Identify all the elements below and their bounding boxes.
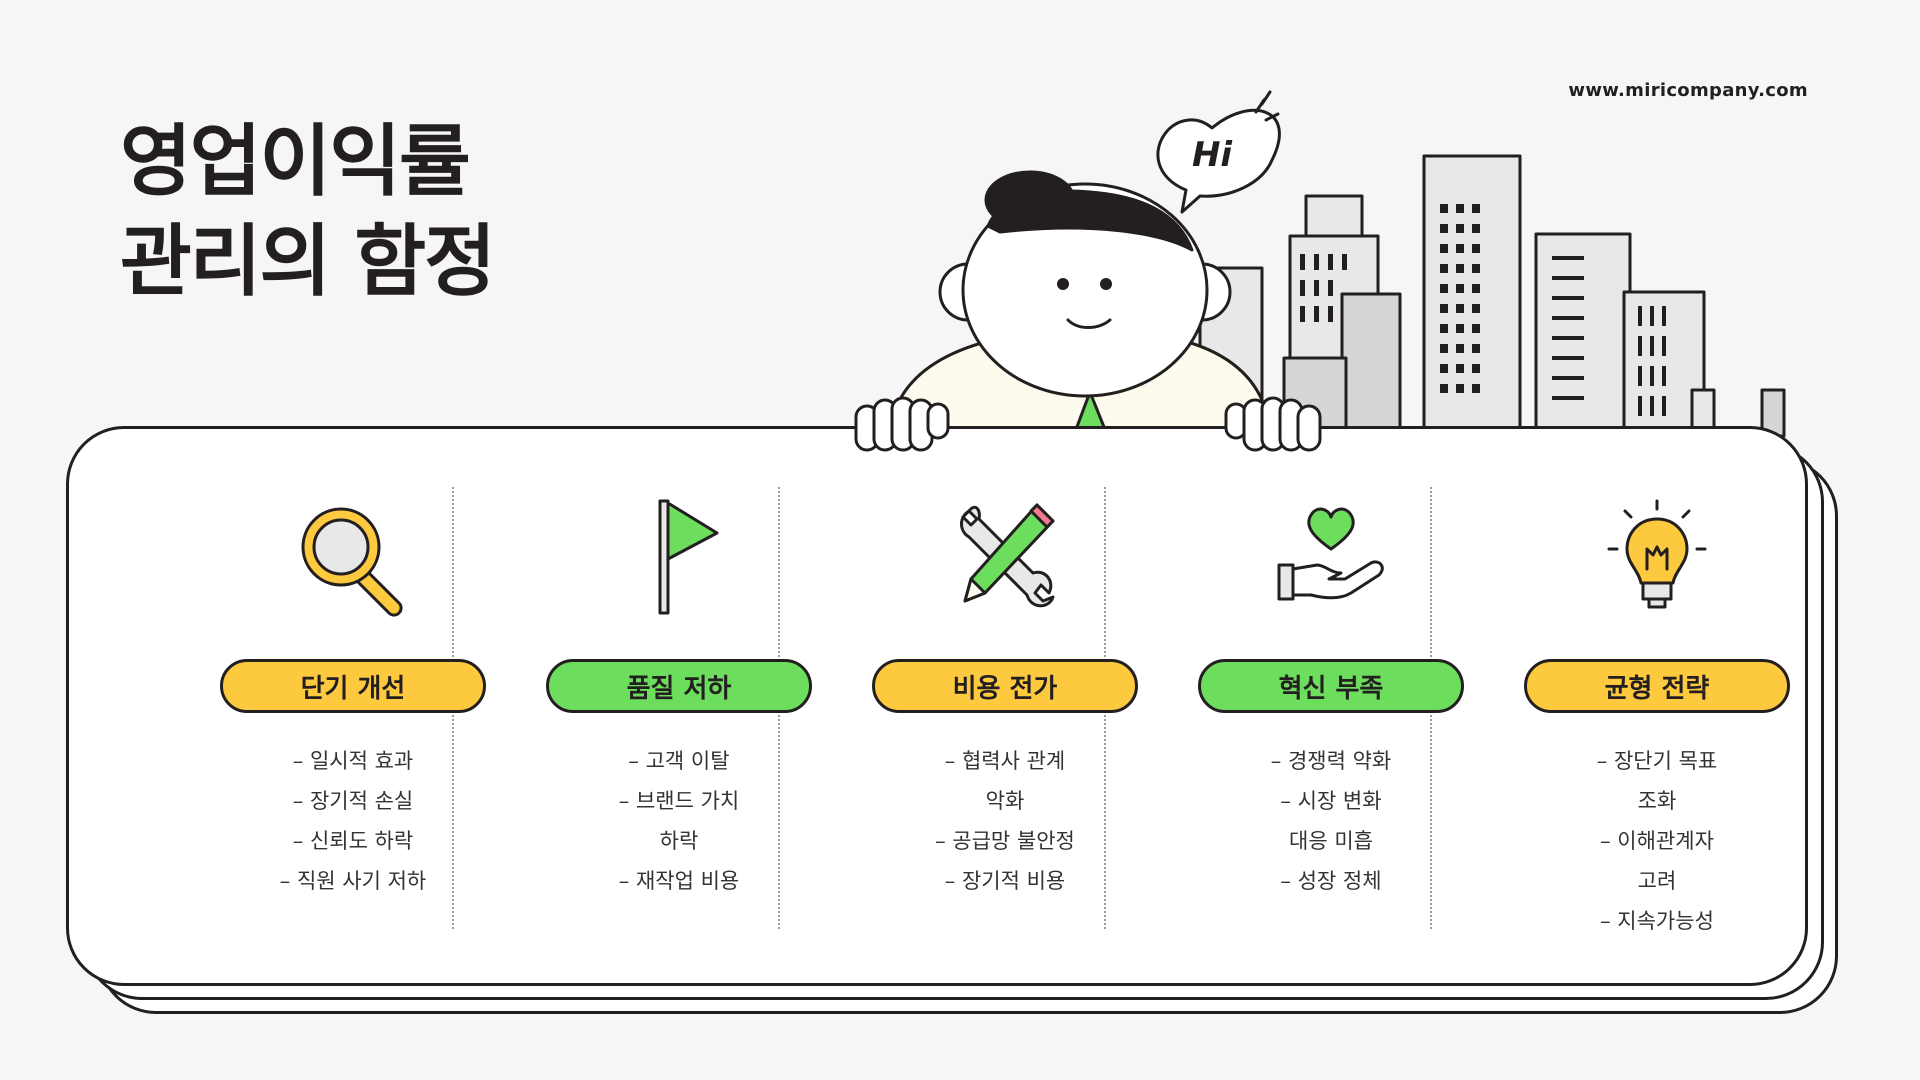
speech-bubble-icon (1156, 90, 1281, 214)
website-url[interactable]: www.miricompany.com (1568, 80, 1808, 101)
bullet-list: – 고객 이탈 – 브랜드 가치 하락 – 재작업 비용 (516, 741, 842, 901)
flag-icon (658, 499, 719, 615)
pencil-wrench-icon (960, 503, 1055, 608)
list-item: – 협력사 관계 (944, 749, 1066, 773)
bullet-list: – 협력사 관계 악화 – 공급망 불안정 – 장기적 비용 (842, 741, 1168, 901)
speech-bubble-text: Hi (1192, 135, 1233, 175)
list-item: – 시장 변화 (1280, 789, 1382, 813)
page-title: 영업이익률 관리의 함정 (120, 112, 496, 312)
list-item: – 경쟁력 약화 (1270, 749, 1392, 773)
heart-hand-icon (1277, 507, 1384, 601)
bullet-list: – 경쟁력 약화 – 시장 변화 대응 미흡 – 성장 정체 (1168, 741, 1494, 901)
main-card: 단기 개선 – 일시적 효과 – 장기적 손실 – 신뢰도 하락 – 직원 사기… (66, 426, 1808, 986)
column-short-term: 단기 개선 – 일시적 효과 – 장기적 손실 – 신뢰도 하락 – 직원 사기… (190, 497, 516, 937)
lightbulb-icon (1607, 499, 1707, 609)
bullet-list: – 장단기 목표 조화 – 이해관계자 고려 – 지속가능성 (1494, 741, 1820, 941)
list-item: 조화 (1637, 789, 1677, 813)
list-item: – 브랜드 가치 (618, 789, 740, 813)
list-item: – 고객 이탈 (628, 749, 730, 773)
list-item: – 장기적 비용 (944, 869, 1066, 893)
title-line-1: 영업이익률 (120, 117, 471, 207)
pill-label: 품질 저하 (546, 659, 812, 713)
list-item: – 성장 정체 (1280, 869, 1382, 893)
list-item: 대응 미흡 (1289, 829, 1373, 853)
list-item: – 신뢰도 하락 (292, 829, 414, 853)
list-item: 하락 (659, 829, 699, 853)
list-item: – 이해관계자 (1600, 829, 1714, 853)
list-item: – 장단기 목표 (1596, 749, 1718, 773)
pill-label: 비용 전가 (872, 659, 1138, 713)
list-item: – 직원 사기 저하 (279, 869, 427, 893)
bullet-list: – 일시적 효과 – 장기적 손실 – 신뢰도 하락 – 직원 사기 저하 (190, 741, 516, 901)
column-innovation: 혁신 부족 – 경쟁력 약화 – 시장 변화 대응 미흡 – 성장 정체 (1168, 497, 1494, 937)
list-item: – 지속가능성 (1600, 909, 1714, 933)
list-item: – 일시적 효과 (292, 749, 414, 773)
magnifier-icon (301, 507, 403, 617)
pill-label: 단기 개선 (220, 659, 486, 713)
list-item: 고려 (1637, 869, 1677, 893)
list-item: 악화 (985, 789, 1025, 813)
column-quality: 품질 저하 – 고객 이탈 – 브랜드 가치 하락 – 재작업 비용 (516, 497, 842, 937)
list-item: – 재작업 비용 (618, 869, 740, 893)
column-balance: 균형 전략 – 장단기 목표 조화 – 이해관계자 고려 – 지속가능성 (1494, 497, 1820, 937)
pill-label: 혁신 부족 (1198, 659, 1464, 713)
title-line-2: 관리의 함정 (120, 217, 496, 307)
column-cost: 비용 전가 – 협력사 관계 악화 – 공급망 불안정 – 장기적 비용 (842, 497, 1168, 937)
city-buildings-icon (1198, 154, 1786, 438)
list-item: – 장기적 손실 (292, 789, 414, 813)
pill-label: 균형 전략 (1524, 659, 1790, 713)
list-item: – 공급망 불안정 (935, 829, 1075, 853)
